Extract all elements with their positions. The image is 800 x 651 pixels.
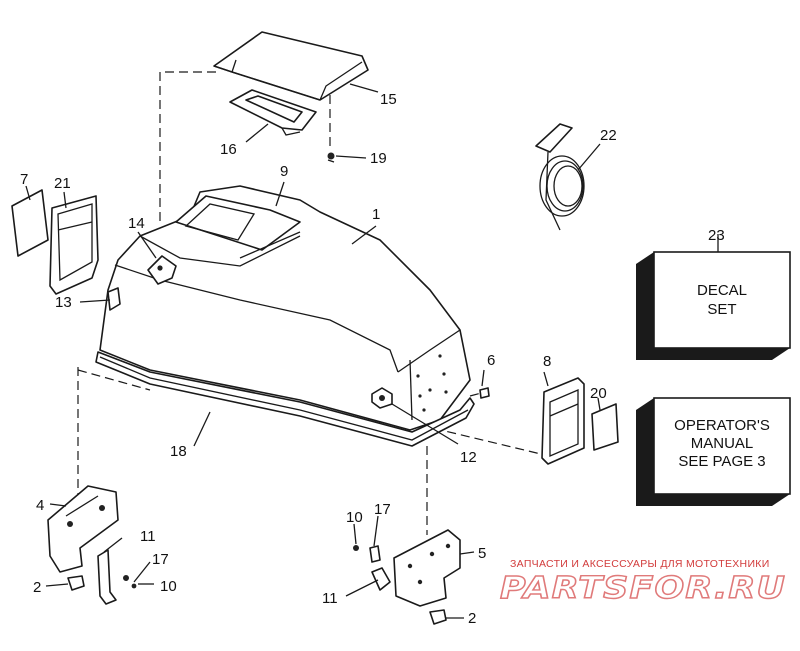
label-11-left: 11 [140,528,156,545]
label-16: 16 [220,141,237,158]
label-1: 1 [372,206,380,223]
assembly-line-4-b [77,369,151,391]
part-7-decal [11,189,49,257]
part-11-clip-right [371,567,391,591]
label-15: 15 [380,91,397,108]
label-6: 6 [487,352,495,369]
part-10-17-hardware-left [123,575,137,589]
manual-box-line1: OPERATOR'S [674,417,770,434]
label-14: 14 [128,215,145,232]
part-2-foot-left [67,575,85,591]
label-2-right: 2 [468,610,476,627]
decal-box-line2: SET [707,301,736,318]
part-8-grille [541,377,585,465]
watermark-tagline: ЗАПЧАСТИ И АКСЕССУАРЫ ДЛЯ МОТОТЕХНИКИ [510,558,770,570]
label-2-left: 2 [33,579,41,596]
label-11-right: 11 [322,590,338,607]
label-23: 23 [708,227,725,244]
label-9: 9 [280,163,288,180]
part-6-screw [479,387,490,399]
label-5: 5 [478,545,486,562]
part-10-17-hardware-right [353,545,381,563]
assembly-line-15 [159,71,216,222]
part-21-grille [49,195,99,295]
part-2-foot-right [429,609,447,625]
label-8: 8 [543,353,551,370]
decal-set-box: DECAL SET [636,251,791,360]
operators-manual-box: OPERATOR'S MANUAL SEE PAGE 3 [636,397,791,506]
leader-lines [25,83,719,619]
label-12: 12 [460,449,477,466]
part-4-bracket [47,485,119,573]
manual-box-line2: MANUAL [691,435,754,452]
label-10-left: 10 [160,578,177,595]
part-14-latch [147,255,177,285]
label-19: 19 [370,150,387,167]
part-22-cable [535,123,585,231]
part-15-cover-lid [213,31,369,101]
label-22: 22 [600,127,617,144]
part-19-screw [327,152,335,163]
part-18-seal [95,351,475,447]
label-18: 18 [170,443,187,460]
label-17-left: 17 [152,551,169,568]
part-20-decal [591,403,619,451]
label-7: 7 [20,171,28,188]
label-13: 13 [55,294,72,311]
decal-box-line1: DECAL [697,282,747,299]
label-10-right: 10 [346,509,363,526]
part-5-bracket [393,529,461,607]
watermark: ЗАПЧАСТИ И АКСЕССУАРЫ ДЛЯ МОТОТЕХНИКИ PA… [499,558,786,607]
label-17-right: 17 [374,501,391,518]
part-11-clip-left [97,549,117,605]
assembly-line-6 [469,391,486,397]
part-1-engine-cover [99,185,471,431]
manual-box-line3: SEE PAGE 3 [678,453,765,470]
label-4: 4 [36,497,44,514]
label-21: 21 [54,175,71,192]
label-20: 20 [590,385,607,402]
watermark-logo: PARTSFOR.RU [500,571,786,606]
part-16-seal-frame [229,89,317,136]
